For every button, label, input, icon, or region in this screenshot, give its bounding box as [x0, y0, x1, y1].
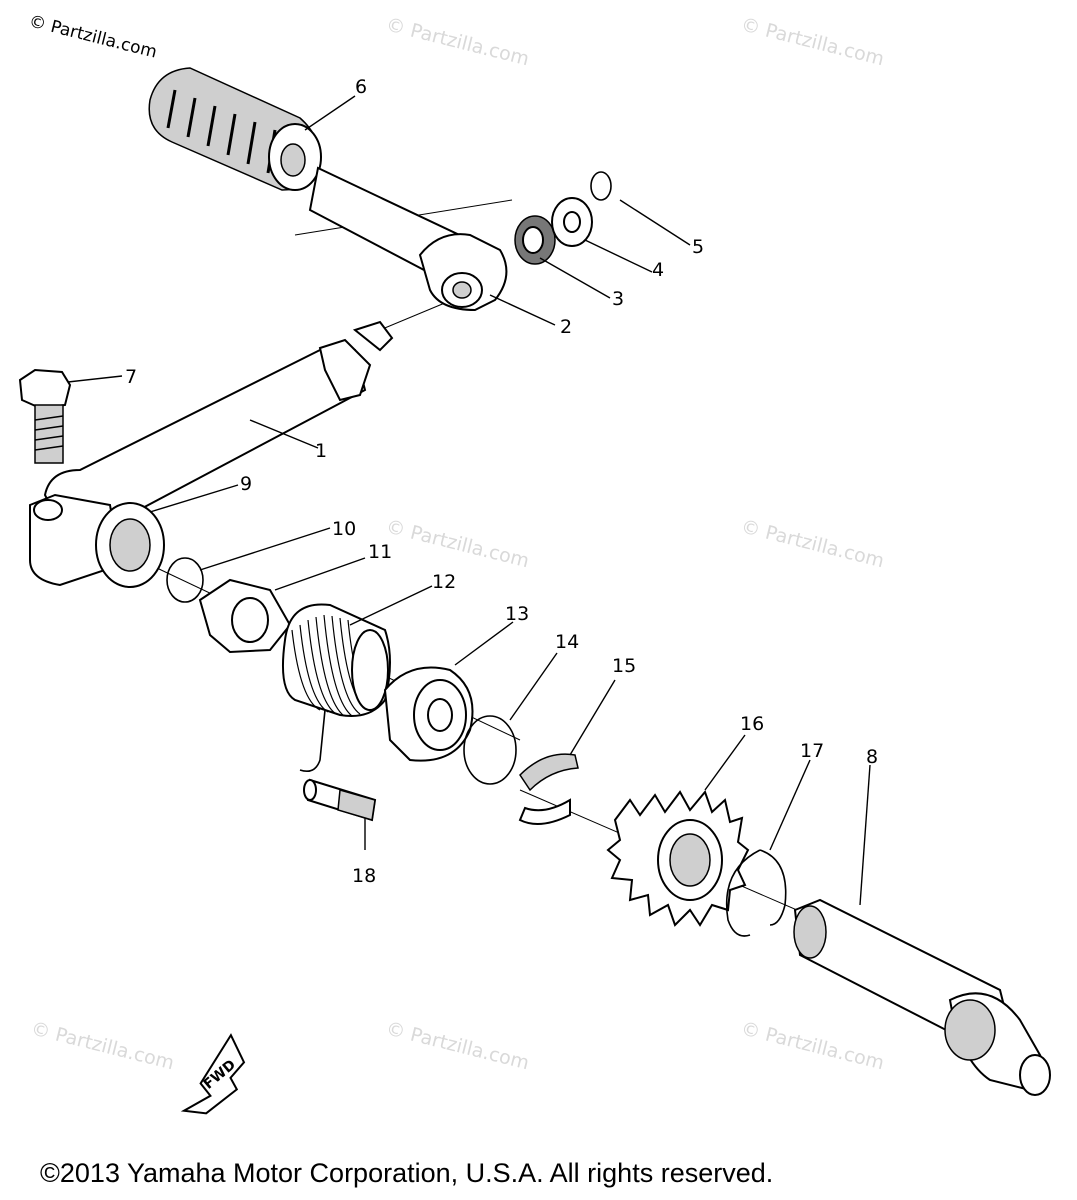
leader-lines: [67, 95, 871, 906]
callout-4: 4: [652, 259, 664, 281]
callout-labels: 6 2 3 4 5 7 1 9 10 11 12 13 14 15 16 17 …: [125, 76, 878, 887]
watermark: © Partzilla.com: [29, 1018, 177, 1075]
callout-5: 5: [692, 236, 704, 258]
part-5-circlip: [590, 171, 612, 201]
callout-3: 3: [612, 288, 624, 310]
part-7-bolt: [18, 368, 72, 464]
callout-13: 13: [505, 603, 529, 625]
callout-8: 8: [866, 746, 878, 768]
callout-1: 1: [315, 440, 327, 462]
part-2-kick-lever-head: [308, 166, 508, 312]
part-12-kick-spring: [282, 603, 391, 773]
part-16-kick-gear: [606, 790, 750, 927]
callout-12: 12: [432, 571, 456, 593]
part-17-clip-spring: [725, 849, 787, 937]
part-18-pin: [303, 778, 377, 822]
callout-16: 16: [740, 713, 764, 735]
part-8-kick-shaft: [793, 898, 1051, 1096]
part-14-circlip: [463, 715, 517, 785]
watermark: © Partzilla.com: [739, 1018, 887, 1075]
watermark: © Partzilla.com: [384, 14, 532, 71]
part-11-spring-guide: [198, 578, 292, 654]
watermark: © Partzilla.com: [384, 516, 532, 573]
callout-17: 17: [800, 740, 824, 762]
part-6-grip: [148, 67, 322, 191]
fwd-arrow: FWD: [180, 1033, 246, 1115]
part-4-washer: [551, 197, 593, 247]
part-9-oil-seal: [95, 502, 165, 588]
watermark: © Partzilla.com: [739, 516, 887, 573]
callout-2: 2: [560, 316, 572, 338]
part-10-circlip: [166, 557, 204, 603]
callout-15: 15: [612, 655, 636, 677]
callout-7: 7: [125, 366, 137, 388]
callout-14: 14: [555, 631, 579, 653]
callout-18: 18: [352, 865, 376, 887]
part-1-kick-crank: [29, 320, 394, 587]
corner-watermark: © Partzilla.com: [27, 11, 159, 62]
part-15-clip: [518, 753, 579, 825]
part-3-spring-washer: [514, 215, 556, 265]
callout-11: 11: [368, 541, 392, 563]
watermark: © Partzilla.com: [384, 1018, 532, 1075]
callout-6: 6: [355, 76, 367, 98]
callout-9: 9: [240, 473, 252, 495]
part-13-plate: [383, 666, 474, 762]
watermark: © Partzilla.com: [739, 14, 887, 71]
copyright-notice: ©2013 Yamaha Motor Corporation, U.S.A. A…: [40, 1158, 773, 1188]
callout-10: 10: [332, 518, 356, 540]
